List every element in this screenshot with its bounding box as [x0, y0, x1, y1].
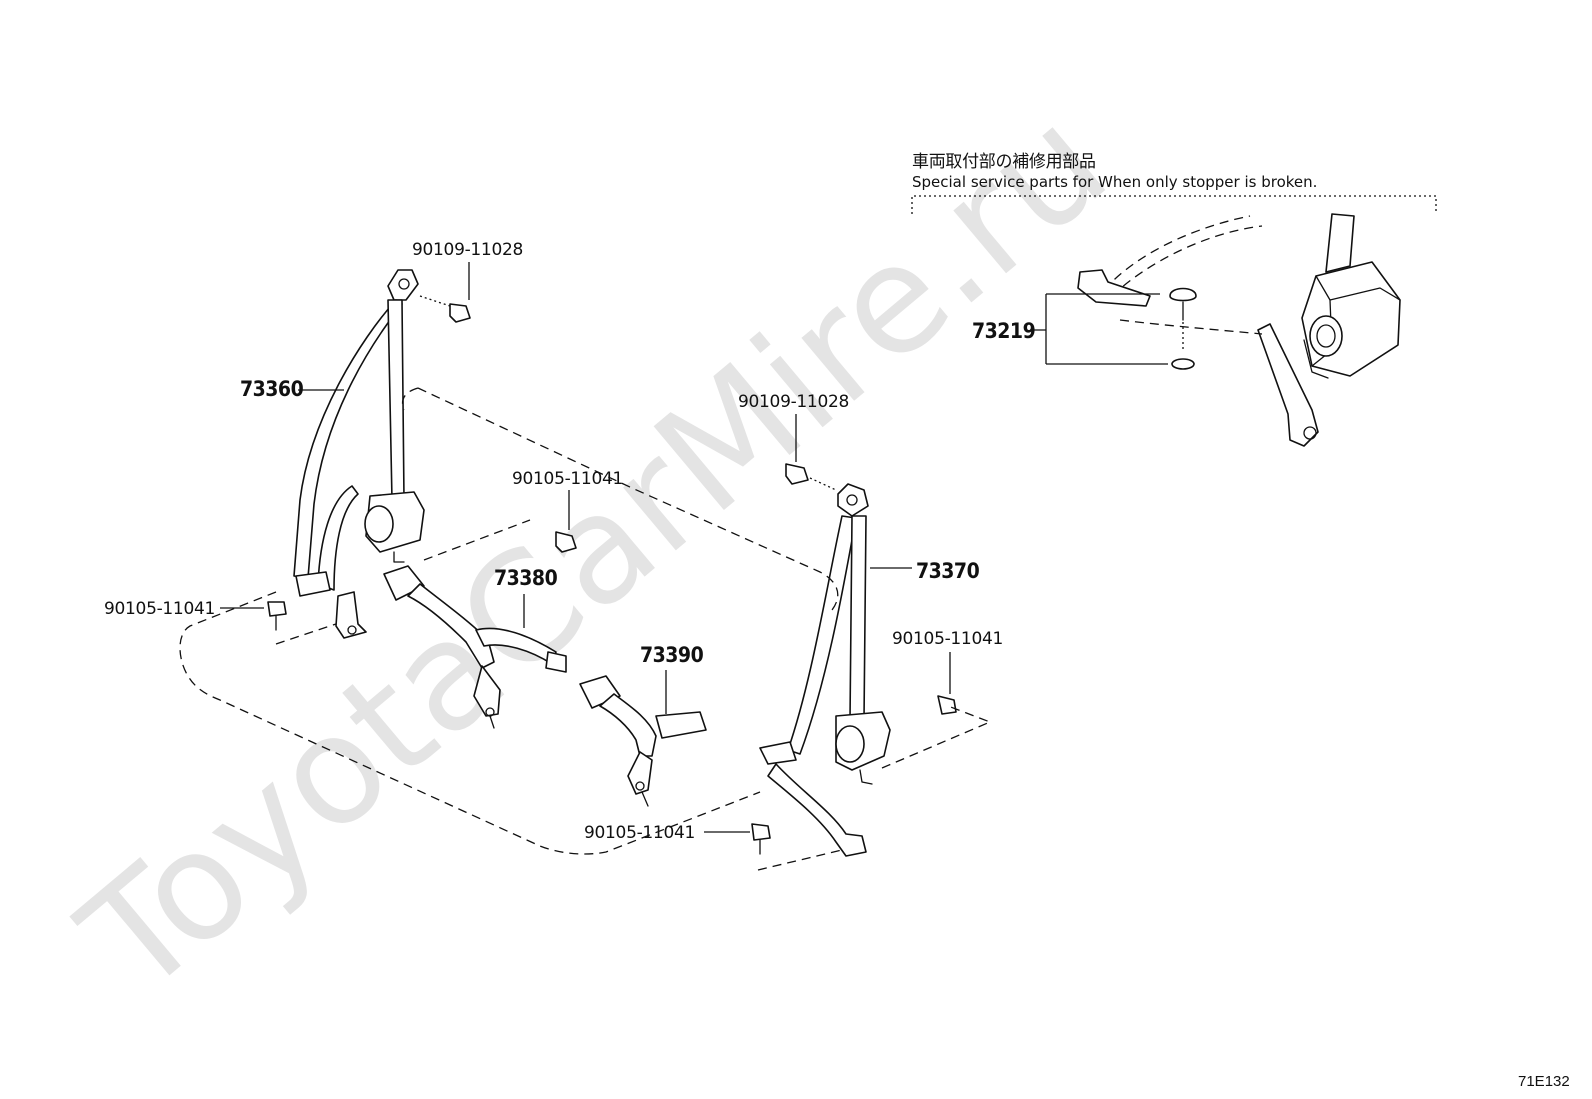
seat-belt-73360-drawing: [293, 269, 425, 639]
bolt-90105-center: 90105-11041: [512, 469, 623, 553]
assembly-dashed-lines: [179, 387, 992, 871]
callout-73390: 73390: [640, 643, 704, 714]
part-number-90105-left: 90105-11041: [104, 599, 215, 619]
service-note: 車両取付部の補修用部品 Special service parts for Wh…: [911, 152, 1437, 214]
part-number-73219: 73219: [972, 319, 1035, 343]
bolt-90105-left: 90105-11041: [104, 599, 287, 631]
stopper-detail-drawing: [1077, 213, 1401, 447]
bolt-90105-right: 90105-11041: [892, 629, 1003, 715]
seat-belt-73370-drawing: [759, 483, 891, 857]
watermark: ToyotaCarMire.ru: [51, 76, 1139, 1029]
note-japanese: 車両取付部の補修用部品: [912, 152, 1096, 172]
bolt-90109-left: 90109-11028: [412, 240, 523, 323]
buckle-73380-drawing: [383, 565, 567, 729]
note-english: Special service parts for When only stop…: [912, 173, 1317, 191]
part-number-73370: 73370: [916, 559, 980, 583]
part-number-90105-right: 90105-11041: [892, 629, 1003, 649]
note-bracket: [911, 195, 1437, 214]
diagram-reference-code: 71E132: [1518, 1073, 1570, 1090]
callout-73380: 73380: [494, 566, 558, 628]
part-number-73360: 73360: [240, 377, 304, 401]
callout-73370: 73370: [870, 559, 980, 583]
part-number-73390: 73390: [640, 643, 704, 667]
part-number-90109-right: 90109-11028: [738, 392, 849, 412]
part-number-90105-bottom: 90105-11041: [584, 823, 695, 843]
part-number-90105-center: 90105-11041: [512, 469, 623, 489]
part-number-90109-left: 90109-11028: [412, 240, 523, 260]
callout-73360: 73360: [240, 377, 344, 401]
bolt-90109-right: 90109-11028: [738, 392, 849, 491]
callout-73219: 73219: [972, 293, 1168, 365]
bolt-90105-bottom: 90105-11041: [584, 823, 771, 855]
buckle-73390-drawing: [579, 675, 707, 807]
part-number-73380: 73380: [494, 566, 558, 590]
